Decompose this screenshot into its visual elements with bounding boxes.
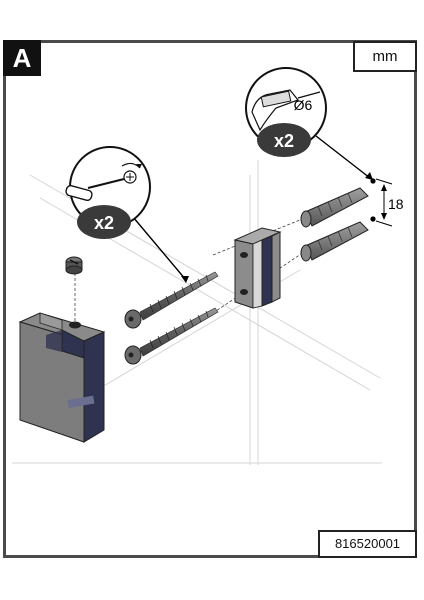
screwdriver-icon	[65, 162, 142, 201]
step-badge: A	[3, 40, 41, 76]
wood-screw-lower	[124, 307, 219, 365]
drill-icon	[251, 89, 321, 132]
screwdriver-quantity: x2	[94, 213, 114, 233]
part-code: 816520001	[318, 530, 417, 558]
mounting-block	[18, 312, 106, 443]
drill-callout: Ø6 x2	[245, 67, 327, 157]
wall-plug-lower	[300, 221, 369, 262]
drill-points	[370, 178, 376, 222]
dimension-line	[375, 178, 393, 227]
wood-screw-upper	[124, 271, 219, 329]
set-screw	[65, 256, 83, 275]
dimension-value: 18	[388, 196, 404, 212]
screwdriver-callout: x2	[65, 146, 151, 239]
drill-diameter: Ø6	[294, 97, 313, 113]
wall-plug-upper	[300, 187, 369, 228]
callout-leaders	[132, 135, 373, 283]
wall-bracket	[233, 227, 282, 309]
drill-quantity: x2	[274, 131, 294, 151]
unit-label: mm	[353, 41, 417, 72]
diagram-frame	[3, 40, 417, 558]
